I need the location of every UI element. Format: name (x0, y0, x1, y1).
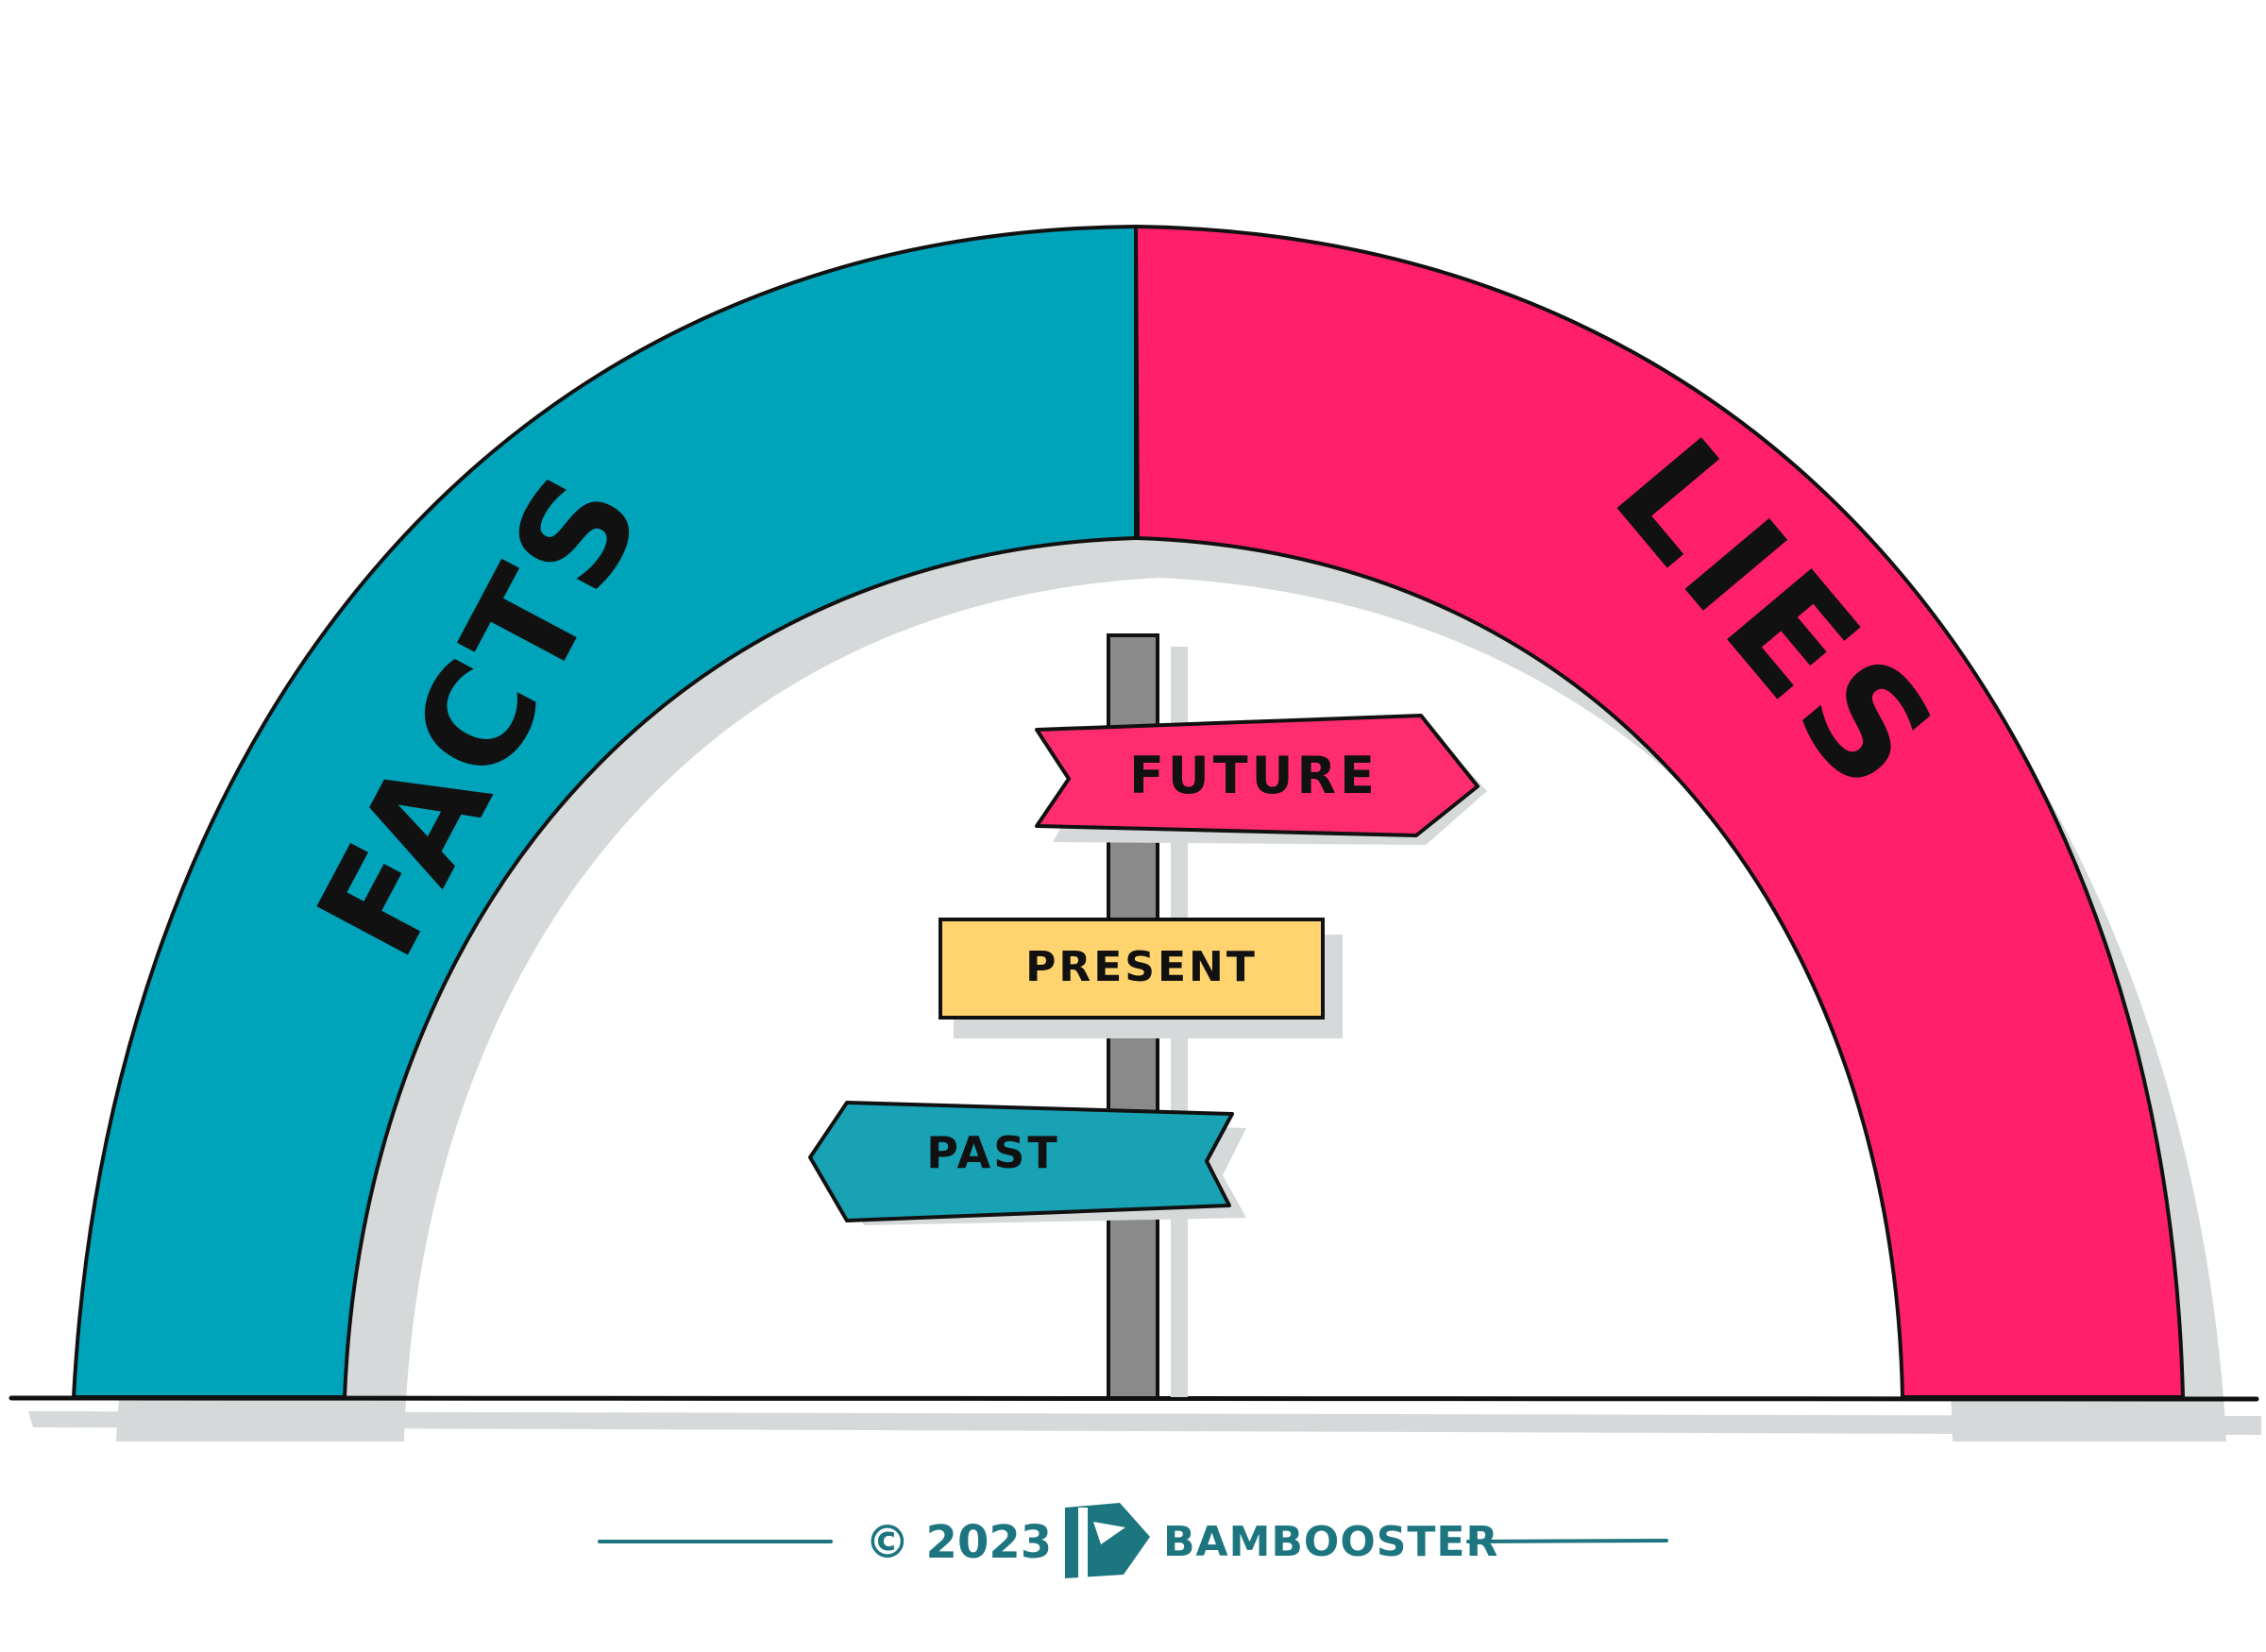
past-sign (808, 1101, 1234, 1222)
present-sign-label: PRESENT (1025, 943, 1258, 991)
ground-shadow (28, 1411, 2261, 1435)
present-sign (939, 918, 1325, 1020)
arch-left-segment (72, 225, 1138, 1399)
future-sign (1035, 714, 1480, 837)
past-sign-label: PAST (926, 1127, 1060, 1178)
arch-divider (1134, 224, 1140, 539)
bambooster-logo-icon (1065, 1503, 1150, 1578)
future-sign-label: FUTURE (1129, 746, 1378, 805)
footer-brand: BAMBOOSTER (1163, 1518, 1498, 1566)
arch-right-segment (1134, 225, 2185, 1399)
footer-rule-right (1466, 1539, 1668, 1543)
footer-copyright: © 2023 (865, 1516, 1052, 1569)
